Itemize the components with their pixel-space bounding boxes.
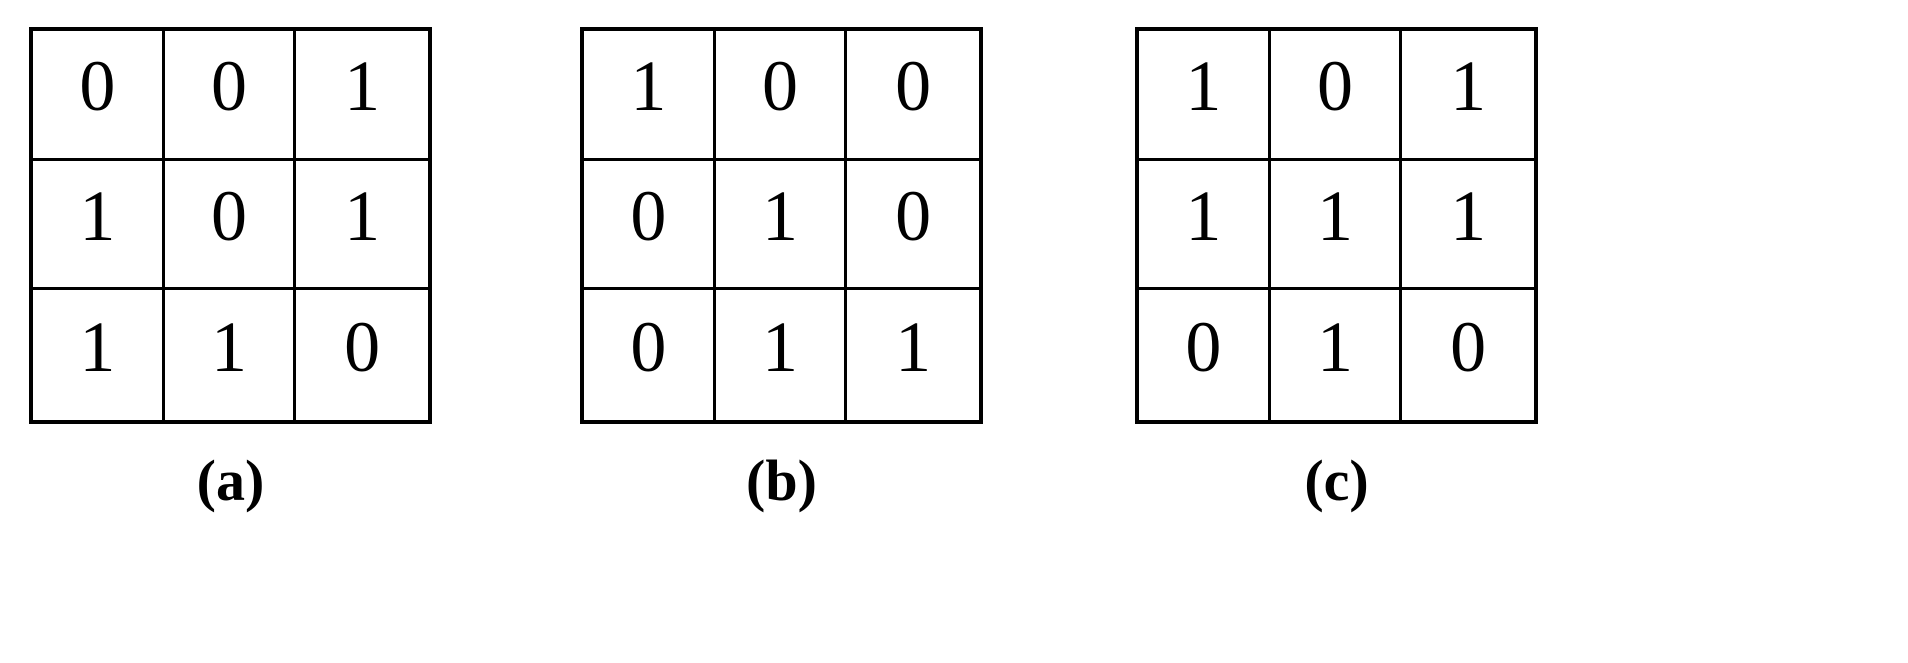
matrix-cell: 1: [584, 31, 716, 161]
cell-value: 0: [1185, 307, 1222, 388]
matrix-grid-a: 0 0 1 1 0 1 1 1 0: [29, 27, 432, 424]
cell-value: 1: [761, 307, 798, 388]
cell-value: 0: [1450, 307, 1487, 388]
panel-label-a: (a): [196, 448, 265, 513]
matrix-grid-b: 1 0 0 0 1 0 0 1 1: [580, 27, 983, 424]
matrix-cell: 0: [715, 31, 848, 161]
matrix-cell: 1: [33, 160, 165, 291]
cell-value: 1: [761, 175, 798, 256]
cell-value: 0: [1316, 46, 1353, 127]
cell-value: 1: [1316, 307, 1353, 388]
matrix-cell: 1: [715, 290, 848, 420]
matrix-cell: 1: [1402, 31, 1534, 161]
cell-value: 1: [1450, 46, 1487, 127]
cell-value: 0: [79, 46, 116, 127]
matrix-cell: 1: [1270, 160, 1403, 291]
matrix-cell: 1: [847, 290, 979, 420]
matrix-cell: 0: [1270, 31, 1403, 161]
cell-value: 1: [1450, 175, 1487, 256]
matrix-cell: 0: [1402, 290, 1534, 420]
matrix-cell: 0: [296, 290, 428, 420]
matrix-cell: 1: [164, 290, 297, 420]
matrix-cell: 0: [847, 160, 979, 291]
panel-label-b: (b): [746, 448, 817, 513]
cell-value: 0: [210, 46, 247, 127]
matrix-cell: 1: [296, 160, 428, 291]
panel-label-c: (c): [1304, 448, 1369, 513]
cell-value: 0: [630, 175, 667, 256]
cell-value: 0: [895, 175, 932, 256]
matrix-cell: 0: [584, 290, 716, 420]
cell-value: 1: [79, 307, 116, 388]
matrix-cell: 1: [1270, 290, 1403, 420]
matrix-cell: 0: [164, 31, 297, 161]
matrix-cell: 1: [33, 290, 165, 420]
cell-value: 1: [1185, 175, 1222, 256]
cell-value: 0: [761, 46, 798, 127]
matrix-cell: 1: [296, 31, 428, 161]
cell-value: 0: [895, 46, 932, 127]
matrix-grid-c: 1 0 1 1 1 1 0 1 0: [1135, 27, 1538, 424]
cell-value: 1: [1316, 175, 1353, 256]
cell-value: 1: [344, 46, 381, 127]
cell-value: 1: [1185, 46, 1222, 127]
matrix-cell: 0: [164, 160, 297, 291]
cell-value: 1: [895, 307, 932, 388]
panel-c: 1 0 1 1 1 1 0 1 0 (c): [1106, 0, 1606, 663]
cell-value: 1: [630, 46, 667, 127]
cell-value: 0: [344, 307, 381, 388]
panel-b: 1 0 0 0 1 0 0 1 1 (b): [551, 0, 1051, 663]
matrix-cell: 0: [847, 31, 979, 161]
cell-value: 0: [630, 307, 667, 388]
cell-value: 1: [79, 175, 116, 256]
matrix-cell: 0: [33, 31, 165, 161]
matrix-cell: 1: [715, 160, 848, 291]
matrix-cell: 0: [1139, 290, 1271, 420]
matrix-cell: 1: [1139, 160, 1271, 291]
cell-value: 1: [344, 175, 381, 256]
matrix-cell: 0: [584, 160, 716, 291]
matrix-cell: 1: [1402, 160, 1534, 291]
cell-value: 0: [210, 175, 247, 256]
matrix-cell: 1: [1139, 31, 1271, 161]
cell-value: 1: [210, 307, 247, 388]
panel-a: 0 0 1 1 0 1 1 1 0 (a): [0, 0, 500, 663]
